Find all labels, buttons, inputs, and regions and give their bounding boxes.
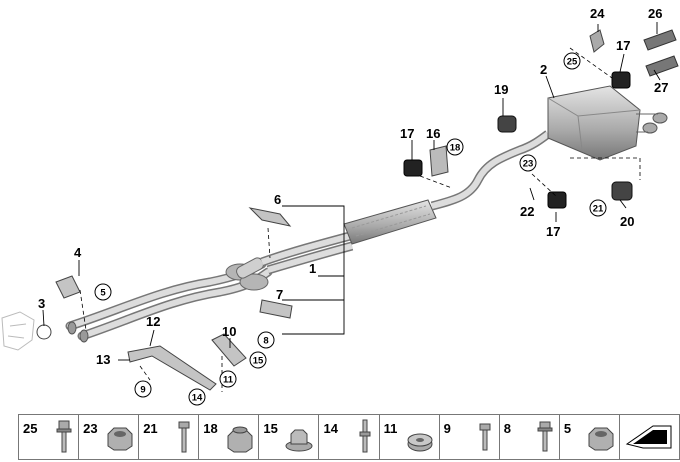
callout-17-c: 17 xyxy=(616,38,630,53)
rubber-mount-20 xyxy=(611,181,633,201)
callout-1: 1 xyxy=(309,261,316,276)
brackets xyxy=(36,207,293,391)
legend-cell-8[interactable]: 8 xyxy=(500,415,560,459)
legend-cell-15[interactable]: 15 xyxy=(259,415,320,459)
legend-number: 11 xyxy=(383,421,398,436)
hex-nut-icon xyxy=(588,427,614,451)
center-pipes xyxy=(260,231,354,275)
callout-19: 19 xyxy=(494,82,508,97)
legend-number: 14 xyxy=(323,421,338,436)
callout-2: 2 xyxy=(540,62,547,77)
circled-callout-11: 11 xyxy=(223,375,234,386)
legend-cell-5[interactable]: 5 xyxy=(560,415,620,459)
legend-cell-25[interactable]: 25 xyxy=(19,415,80,459)
fastener-legend: 25 23 21 18 15 14 11 9 8 5 xyxy=(18,414,680,460)
bracket-16 xyxy=(429,145,449,177)
callout-24: 24 xyxy=(590,6,605,21)
collar-nut-icon xyxy=(227,426,253,453)
callout-17-a: 17 xyxy=(400,126,414,141)
rubber-mount-17c xyxy=(611,71,631,89)
callout-3: 3 xyxy=(38,296,45,311)
legend-cell-next[interactable] xyxy=(620,415,679,459)
legend-cell-11[interactable]: 11 xyxy=(380,415,440,459)
screw-icon xyxy=(178,421,190,453)
rubber-mount-19 xyxy=(497,115,517,133)
legend-number: 23 xyxy=(83,421,98,436)
callout-13: 13 xyxy=(96,352,110,367)
rear-pipe xyxy=(430,130,551,211)
rubber-mount-17a xyxy=(403,159,423,177)
callout-26: 26 xyxy=(648,6,662,21)
legend-cell-9[interactable]: 9 xyxy=(440,415,500,459)
rubber-mount-17b xyxy=(547,191,567,209)
circled-callouts xyxy=(94,52,607,406)
circled-callout-5: 5 xyxy=(100,288,106,299)
callout-20: 20 xyxy=(620,214,634,229)
circled-callout-9: 9 xyxy=(140,385,145,396)
assembly-dashed-lines xyxy=(79,47,641,392)
legend-number: 25 xyxy=(23,421,38,436)
hex-nut-icon xyxy=(107,427,133,451)
callout-6: 6 xyxy=(274,192,281,207)
legend-cell-23[interactable]: 23 xyxy=(79,415,140,459)
legend-cell-21[interactable]: 21 xyxy=(139,415,200,459)
callout-16: 16 xyxy=(426,126,440,141)
legend-number: 5 xyxy=(563,421,572,436)
manifold-outline xyxy=(1,311,35,351)
circled-callout-14: 14 xyxy=(192,393,203,404)
legend-cell-18[interactable]: 18 xyxy=(199,415,260,459)
legend-cell-14[interactable]: 14 xyxy=(319,415,380,459)
leader-lines xyxy=(42,22,661,361)
flange-bolt-icon xyxy=(56,420,72,453)
bracket-24 xyxy=(589,29,605,53)
legend-number: 8 xyxy=(503,421,511,436)
rubber-mounts xyxy=(403,29,633,209)
callout-17-b: 17 xyxy=(546,224,560,239)
next-page-arrow-icon xyxy=(625,425,672,449)
circled-callout-23: 23 xyxy=(523,159,534,170)
round-nut-icon xyxy=(407,433,433,452)
circled-callout-21: 21 xyxy=(593,204,604,215)
short-screw-icon xyxy=(479,423,491,451)
callout-7: 7 xyxy=(276,287,283,302)
center-resonator xyxy=(343,199,437,245)
exhaust-tips xyxy=(643,29,679,77)
callout-10: 10 xyxy=(222,324,236,339)
circled-callout-18: 18 xyxy=(450,143,461,154)
callout-12: 12 xyxy=(146,314,160,329)
circled-callout-25: 25 xyxy=(567,57,578,68)
legend-number: 21 xyxy=(143,421,158,436)
callout-22: 22 xyxy=(520,204,534,219)
legend-number: 18 xyxy=(203,421,218,436)
circled-callout-15: 15 xyxy=(253,356,264,367)
stud-bolt-icon xyxy=(359,419,371,453)
collar-screw-icon xyxy=(537,421,553,452)
legend-number: 9 xyxy=(443,421,451,436)
rear-muffler xyxy=(547,85,668,161)
callout-27: 27 xyxy=(654,80,668,95)
legend-number: 15 xyxy=(263,421,278,436)
callout-4: 4 xyxy=(74,245,82,260)
circled-callout-8: 8 xyxy=(263,336,268,347)
washer-nut-icon xyxy=(285,429,313,452)
